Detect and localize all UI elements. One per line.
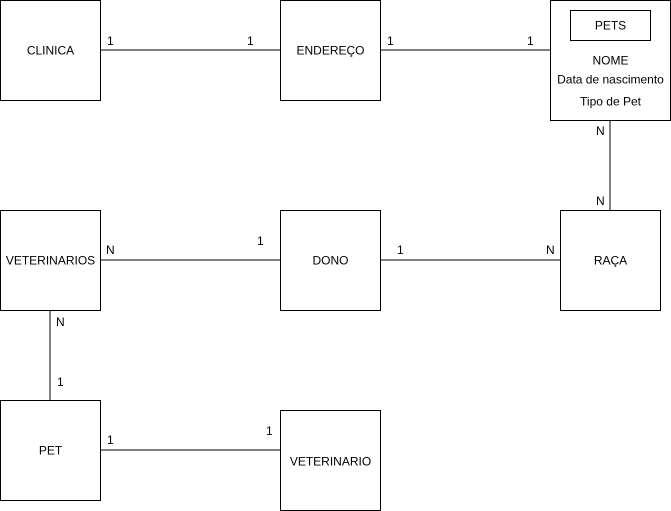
cardinality-label: 1 (57, 375, 64, 389)
entity-veterinarios[interactable]: VETERINARIOS (0, 210, 101, 311)
cardinality-label: 1 (527, 34, 534, 48)
entity-veterinario-label: VETERINARIO (290, 455, 371, 469)
cardinality-label: 1 (387, 34, 394, 48)
cardinality-label: N (56, 315, 65, 329)
entity-pets-attribute: Tipo de Pet (580, 95, 642, 109)
entity-endereco[interactable]: ENDEREÇO (280, 0, 381, 101)
cardinality-label: N (106, 243, 115, 257)
entity-pets-attribute: Data de nascimento (557, 73, 664, 87)
entity-pets[interactable]: PETS NOME Data de nascimento Tipo de Pet (550, 0, 671, 121)
entity-veterinarios-label: VETERINARIOS (6, 254, 95, 268)
entity-pets-attribute: NOME (593, 54, 629, 68)
entity-veterinario[interactable]: VETERINARIO (280, 410, 381, 511)
cardinality-label: 1 (107, 34, 114, 48)
cardinality-label: 1 (247, 34, 254, 48)
cardinality-label: N (596, 194, 605, 208)
entity-pet[interactable]: PET (0, 400, 101, 501)
entity-pet-label: PET (39, 444, 63, 458)
entity-raca-label: RAÇA (594, 254, 627, 268)
entity-endereco-label: ENDEREÇO (296, 44, 364, 58)
entity-dono[interactable]: DONO (280, 210, 381, 311)
cardinality-label: 1 (266, 424, 273, 438)
cardinality-label: 1 (257, 234, 264, 248)
entity-clinica[interactable]: CLINICA (0, 0, 101, 101)
entity-raca[interactable]: RAÇA (560, 210, 661, 311)
cardinality-label: 1 (107, 433, 114, 447)
entity-clinica-label: CLINICA (27, 44, 74, 58)
entity-pets-label: PETS (595, 19, 626, 33)
entity-dono-label: DONO (313, 254, 349, 268)
entity-pets-header-box (570, 10, 651, 41)
cardinality-label: 1 (397, 243, 404, 257)
cardinality-label: N (596, 124, 605, 138)
cardinality-label: N (546, 243, 555, 257)
